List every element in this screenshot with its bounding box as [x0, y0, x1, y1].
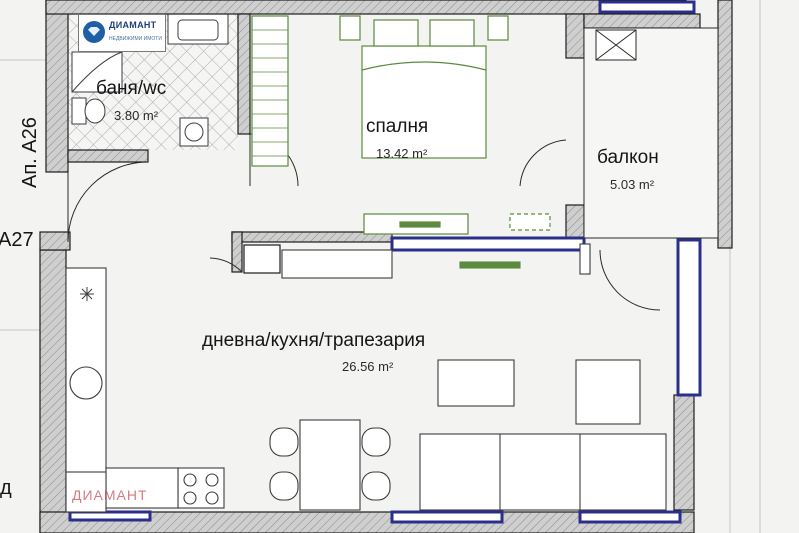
dining-chair-3 [361, 427, 391, 457]
armchair [575, 359, 641, 425]
room-area-living: 26.56 m² [342, 359, 394, 374]
door-bath-arc [67, 161, 149, 243]
room-name-bath: баня/wc [96, 78, 166, 99]
window-bedroom-bottom [390, 236, 586, 252]
window-bottom-left [390, 510, 504, 524]
shower-curve [71, 51, 123, 93]
living-furniture [65, 243, 667, 513]
toilet-tank [71, 97, 87, 125]
bedroom-furniture [251, 15, 551, 235]
neighbor-label: А27 [0, 229, 34, 251]
tv-stand-green [459, 261, 521, 269]
room-name-balcony: балкон [597, 147, 659, 168]
coffee-table [437, 359, 515, 407]
nightstand-left [339, 15, 361, 41]
toilet-bowl [84, 98, 106, 124]
nightstand-right [487, 15, 509, 41]
radiator-living [579, 243, 591, 275]
logo-name: ДИАМАНТ [109, 20, 157, 30]
tv-cabinet [281, 249, 393, 279]
door-living-arc [209, 257, 243, 273]
room-name-living: дневна/кухня/трапезария [202, 330, 425, 351]
dining-chair-1 [269, 427, 299, 457]
company-logo: ДИАМАНТ НЕДВИЖИМИ ИМОТИ [78, 14, 166, 52]
window-living-right [676, 238, 702, 397]
window-top-right [598, 0, 696, 14]
room-area-bath: 3.80 m² [114, 108, 159, 123]
walls [39, 0, 733, 533]
pillow-right [429, 19, 475, 47]
watermark: ДИАМАНТ [72, 487, 148, 503]
dining-chair-4 [361, 471, 391, 501]
room-area-balcony: 5.03 m² [610, 177, 655, 192]
plant-icon [80, 287, 94, 301]
door-balcony-arc [519, 139, 567, 187]
fridge [65, 471, 107, 513]
washing-machine-drum [184, 122, 204, 142]
logo-subtitle: НЕДВИЖИМИ ИМОТИ [109, 36, 162, 42]
shower-tray [71, 51, 123, 93]
kitchen-sink [69, 366, 103, 400]
bed-blanket [361, 61, 487, 71]
window-bottom-right [578, 510, 682, 524]
window-bottom-small [68, 510, 152, 522]
washing-machine [179, 117, 209, 147]
kitchen-lower-counter [105, 467, 179, 509]
wardrobe [251, 15, 289, 167]
radiator-bedroom [399, 221, 441, 228]
corner-label: д [0, 477, 12, 499]
bedroom-shelf [509, 213, 551, 231]
sofa [419, 433, 667, 511]
dining-table [299, 419, 361, 511]
balcony-floor [583, 27, 719, 239]
diamond-icon [83, 21, 105, 43]
apartment-label: Ап. А26 [19, 117, 41, 188]
room-name-bedroom: спалня [366, 116, 428, 137]
balcony [583, 27, 719, 239]
room-area-bedroom: 13.42 m² [376, 146, 428, 161]
dining-chair-2 [269, 471, 299, 501]
door-terrace-arc [599, 249, 661, 311]
pillow-left [373, 19, 419, 47]
washbasin-bowl [177, 19, 219, 41]
